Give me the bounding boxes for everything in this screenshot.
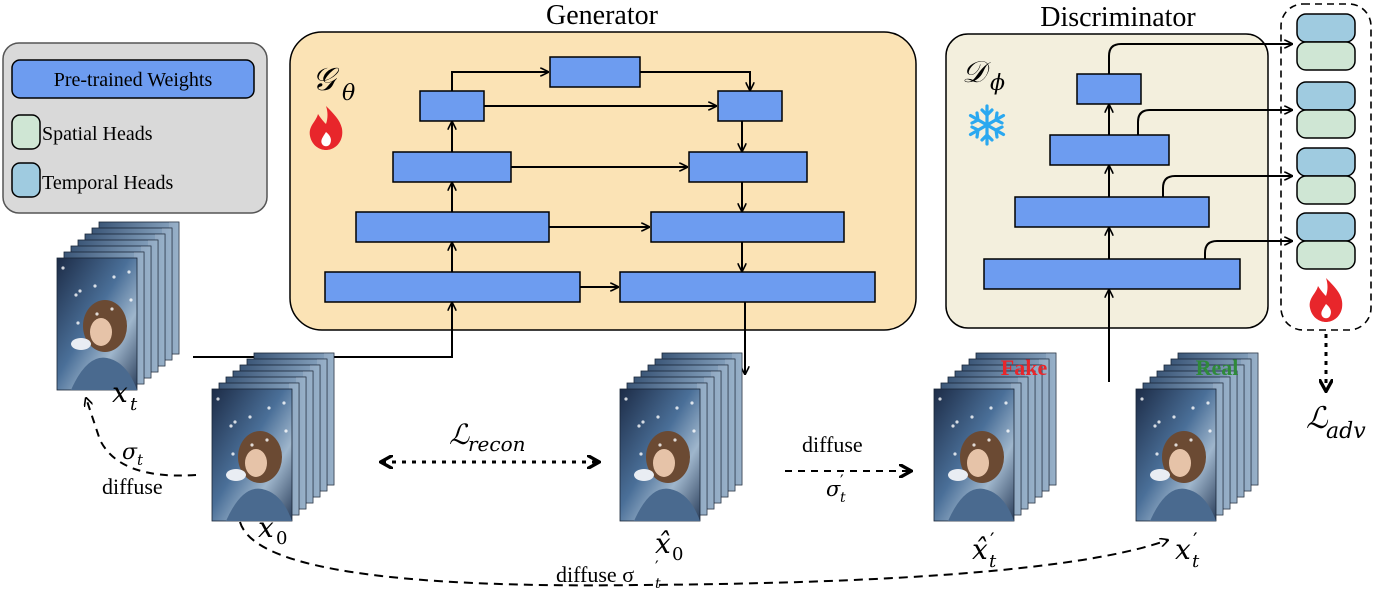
decoder-block-1	[619, 271, 876, 303]
x0-stack	[211, 352, 335, 522]
xhat0-sub: 0	[672, 544, 683, 565]
legend-pretrained-swatch	[11, 59, 255, 99]
adv-loss-symbol: ℒ	[1306, 401, 1329, 436]
head-pair-2	[1296, 81, 1356, 139]
video-frame	[211, 388, 293, 522]
heads-dashed-box	[1280, 3, 1372, 331]
video-stacks	[56, 221, 1259, 522]
temporal-head	[1296, 81, 1356, 111]
encoder-block-2	[355, 211, 550, 243]
generator-title: Generator	[546, 0, 659, 31]
diffuse-fake-label: diffuse	[802, 432, 863, 457]
decoder-block-3	[688, 151, 808, 183]
sigma-prime-sub: t	[840, 490, 846, 506]
diffuse-left-label: diffuse	[102, 474, 163, 499]
real-label: Real	[1196, 355, 1239, 380]
legend-spatial-label: Spatial Heads	[42, 123, 153, 145]
disc-block-2	[1014, 196, 1210, 228]
xprime-stack	[1135, 352, 1259, 522]
fake-label: Fake	[1001, 355, 1048, 380]
xhatprime-sub: t	[989, 551, 997, 572]
discriminator-arrows	[1109, 44, 1292, 382]
fire-icon	[1309, 278, 1343, 322]
discriminator-box	[945, 33, 1269, 329]
bottleneck-block	[549, 56, 641, 88]
encoder-block-1	[324, 271, 581, 303]
xt-sub: t	[130, 394, 138, 415]
diffuse-real-arrow	[239, 521, 1168, 587]
xhatprime-label: x̂	[972, 533, 988, 566]
temporal-head	[1296, 147, 1356, 177]
disc-block-4	[1076, 73, 1142, 105]
video-frame	[619, 388, 701, 522]
temporal-head	[1296, 212, 1356, 242]
temporal-head	[1296, 13, 1356, 43]
encoder-block-4	[419, 90, 485, 122]
head-pair-4	[1296, 212, 1356, 270]
frame-labels: x t x 0 x̂ 0 x̂ ′ t x ′ t	[112, 376, 1200, 572]
legend-temporal-swatch	[11, 162, 41, 198]
bottom-diffuse-label: diffuse σ	[556, 562, 634, 587]
sigma-prime-sup: ′	[840, 471, 844, 490]
xt-label: x	[112, 376, 128, 409]
heads-column: ℒ adv	[1280, 3, 1372, 444]
discriminator-subscript: ϕ	[990, 71, 1005, 96]
disc-block-3	[1049, 134, 1170, 166]
video-frame	[1135, 388, 1217, 522]
spatial-head	[1296, 109, 1356, 139]
recon-loss-subscript: recon	[468, 432, 526, 456]
spatial-head	[1296, 240, 1356, 270]
fire-icon	[309, 106, 343, 150]
diffuse-xt-arrow	[86, 398, 197, 477]
legend-spatial-swatch	[11, 114, 41, 150]
head-pair-1	[1296, 13, 1356, 71]
spatial-head	[1296, 175, 1356, 205]
adv-loss-subscript: adv	[1326, 419, 1366, 444]
legend: Pre-trained Weights Spatial Heads Tempor…	[2, 42, 268, 214]
legend-temporal-label: Temporal Heads	[42, 172, 174, 194]
xprime-sub: t	[1192, 551, 1200, 572]
video-frame	[56, 257, 138, 391]
spatial-head	[1296, 41, 1356, 71]
x0-label: x	[258, 511, 274, 544]
bottom-sigma-sup: ′	[655, 557, 659, 576]
xhat0-label: x̂	[655, 527, 671, 560]
xhat0-stack	[619, 352, 743, 522]
sigma-t-symbol: σ	[122, 440, 138, 465]
xt-stack	[56, 221, 180, 391]
discriminator-title: Discriminator	[1040, 2, 1196, 33]
encoder-block-3	[392, 151, 512, 183]
x0-sub: 0	[276, 528, 287, 549]
video-frame	[933, 388, 1015, 522]
discriminator: Discriminator 𝒟 ϕ	[945, 2, 1292, 382]
legend-pretrained-label: Pre-trained Weights	[54, 69, 213, 91]
recon-loss-symbol: ℒ	[449, 418, 470, 451]
xprime-sup: ′	[1193, 528, 1198, 552]
generator-subscript: θ	[342, 81, 355, 106]
disc-block-1	[983, 258, 1241, 290]
decoder-block-4	[717, 90, 783, 122]
bottom-sigma-sub: t	[655, 576, 661, 592]
generator: Generator 𝒢 θ	[193, 0, 917, 374]
sigma-prime-symbol: σ	[826, 477, 841, 501]
decoder-block-2	[650, 211, 845, 243]
xhatprime-sup: ′	[990, 528, 995, 552]
xprime-label: x	[1175, 533, 1191, 566]
xhatprime-stack	[933, 352, 1057, 522]
head-pair-3	[1296, 147, 1356, 205]
sigma-t-subscript: t	[137, 451, 144, 469]
snowflake-icon	[968, 104, 1006, 146]
